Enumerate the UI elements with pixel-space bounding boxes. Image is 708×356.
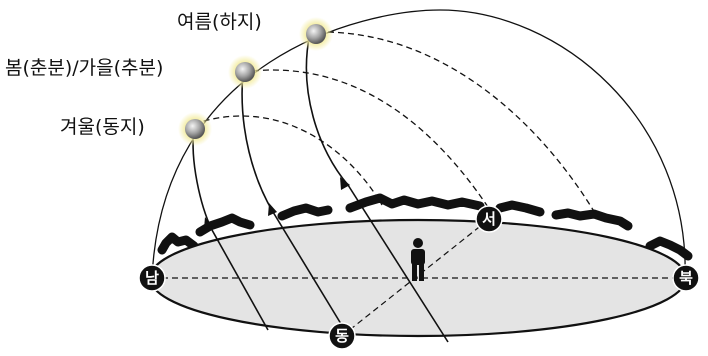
- direction-west-label: 서: [482, 210, 496, 228]
- sun-winter-icon: [178, 112, 212, 146]
- label-equinox: 봄(춘분)/가을(추분): [5, 57, 163, 79]
- direction-south-label: 남: [145, 269, 159, 287]
- direction-east-label: 동: [335, 327, 349, 345]
- equinox-path-ground: [272, 211, 353, 343]
- sun-summer-icon: [299, 17, 333, 51]
- direction-east: 동: [328, 322, 356, 350]
- summer-path-set: [317, 31, 599, 219]
- observer-figure: [411, 238, 425, 281]
- summer-arrow: [340, 177, 350, 190]
- label-summer: 여름(하지): [177, 11, 262, 33]
- winter-path-ground: [211, 229, 269, 331]
- direction-north-label: 북: [679, 269, 693, 287]
- equinox-path-set: [242, 69, 491, 211]
- summer-path-ground: [347, 184, 449, 343]
- equinox-path-rise: [241, 71, 274, 213]
- direction-north: 북: [672, 264, 700, 292]
- label-winter: 겨울(동지): [60, 116, 145, 138]
- direction-south: 남: [138, 264, 166, 292]
- summer-path-rise: [305, 32, 349, 186]
- winter-arrow: [204, 217, 212, 229]
- sun-equinox-icon: [228, 55, 262, 89]
- winter-path-set: [193, 115, 383, 206]
- direction-west: 서: [475, 205, 503, 233]
- horizon-mountains: [157, 193, 693, 261]
- equinox-arrow: [268, 203, 277, 216]
